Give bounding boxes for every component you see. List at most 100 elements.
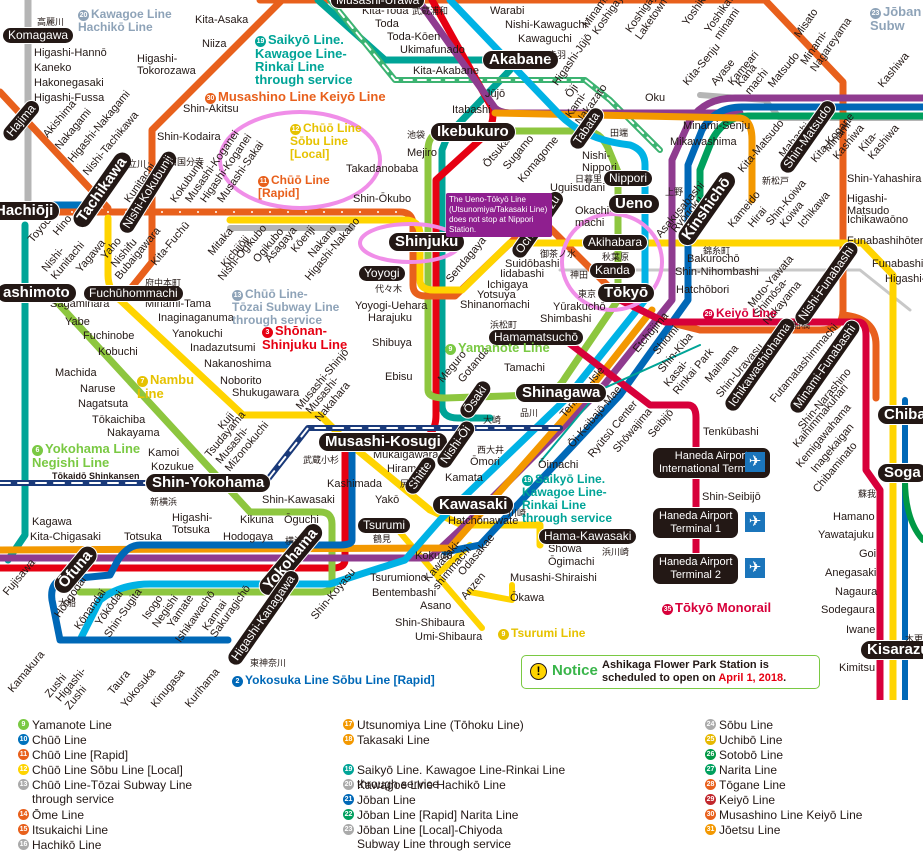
kanji-station-label: 神田 — [570, 270, 589, 280]
station-label: Itabashi — [452, 104, 491, 116]
major-station-badge: Nippori — [603, 170, 654, 187]
station-label: Kozukue — [151, 461, 194, 473]
line-number-badge: 20 — [78, 10, 89, 21]
line-number-badge: 28 — [705, 779, 716, 790]
station-label: Shukugawara — [232, 387, 300, 399]
line-number-badge: 6 — [32, 445, 43, 456]
line-name-text: Nambu Line — [137, 372, 195, 401]
station-label: Nagatsuta — [78, 398, 129, 410]
station-label: Kashimada — [327, 478, 383, 490]
line-name-label: Tōkaidō Shinkansen — [52, 470, 140, 483]
station-label: Funabashihōten — [847, 235, 923, 247]
line-number-badge: 31 — [705, 824, 716, 835]
kanji-station-label: 尻手 — [400, 479, 419, 489]
station-label: Kikuna — [240, 514, 274, 526]
station-label: Shin-Ōkubo — [353, 193, 412, 205]
station-label: Kaneko — [34, 62, 72, 74]
line-number-badge: 23 — [870, 8, 881, 19]
line-number-badge: 24 — [705, 719, 716, 730]
kanji-station-label: 代々木 — [375, 284, 403, 294]
major-station-badge: Fuchūhommachi — [83, 285, 184, 302]
line-number-badge: 26 — [705, 749, 716, 760]
notice-title: Notice — [552, 662, 598, 679]
station-label: Shin-Kodaira — [157, 131, 221, 143]
station-label: Niiza — [202, 38, 227, 50]
kanji-station-label: 西国分寺 — [168, 157, 205, 167]
line-number-badge: 12 — [18, 764, 29, 775]
airplane-icon: ✈ — [745, 558, 765, 578]
kawagoe-dashed-line-inner — [329, 0, 661, 151]
station-label: Shimbashi — [540, 313, 592, 325]
station-label: Shin-Yahashira — [847, 173, 922, 185]
station-label: Tamachi — [504, 362, 545, 374]
legend-label: Jōban Line — [357, 793, 416, 807]
kanji-station-label: 西大井 — [477, 445, 505, 455]
line-number-badge: 11 — [258, 176, 269, 187]
station-label: Ebisu — [385, 371, 413, 383]
kanji-station-label: 日暮里 — [575, 174, 603, 184]
station-label: Bentembashi — [372, 587, 437, 599]
legend-label: Uchibō Line — [719, 733, 783, 747]
legend-label: Takasaki Line — [357, 733, 430, 747]
station-label: Kita-Asaka — [195, 14, 249, 26]
station-label: Oku — [645, 92, 666, 104]
major-station-badge: Haneda Airport Terminal 1 — [652, 507, 740, 539]
kanji-station-label: 浜松町 — [490, 320, 518, 330]
station-label: Shin-Shibaura — [395, 617, 465, 629]
station-label: Kamata — [445, 472, 483, 484]
line-number-badge: 14 — [18, 809, 29, 820]
kanji-station-label: 高麗川 — [37, 17, 65, 27]
station-label: Machida — [55, 367, 97, 379]
line-number-badge: 19 — [522, 475, 533, 486]
station-label: Bakurochō — [687, 253, 740, 265]
station-label: Hamano — [833, 511, 875, 523]
line-number-badge: 10 — [18, 734, 29, 745]
line-name-text: Kawagoe Line Hachikō Line — [78, 7, 172, 34]
station-label: Hatchōnawate — [448, 515, 519, 527]
major-station-badge: Shinagawa — [515, 383, 608, 403]
line-number-badge: 23 — [343, 824, 354, 835]
line-name-text: Yokosuka Line Sōbu Line [Rapid] — [245, 673, 435, 687]
station-label: Shin-Seibijō — [702, 491, 761, 503]
station-label: Toda — [375, 18, 399, 30]
yokosuka-line — [48, 436, 356, 644]
line-number-badge: 20 — [343, 779, 354, 790]
legend-label: Tōgane Line — [719, 778, 786, 792]
airplane-icon: ✈ — [745, 512, 765, 532]
major-station-badge: Kawasaki — [432, 495, 515, 515]
station-label: Anegasaki — [825, 567, 877, 579]
airplane-icon: ✈ — [745, 452, 765, 472]
line-number-badge: 9 — [445, 344, 456, 355]
kanji-station-label: 上野 — [665, 187, 684, 197]
legend-label: Utsunomiya Line (Tōhoku Line) — [357, 718, 524, 732]
legend-label: Narita Line — [719, 763, 778, 777]
station-label: Uguisudani — [550, 182, 606, 194]
station-label: Ichikawaōno — [847, 214, 909, 226]
station-label: Yūrakuchō — [553, 301, 606, 313]
station-label: Nishi-Kawaguchi — [505, 19, 587, 31]
station-label: Minami-Senju — [683, 120, 751, 132]
station-label: Warabi — [490, 5, 525, 17]
station-label: Harajuku — [368, 312, 413, 324]
line-number-badge: 30 — [705, 809, 716, 820]
line-number-badge: 13 — [232, 290, 243, 301]
station-label: Jūjō — [485, 88, 506, 100]
legend-label: Yamanote Line — [32, 718, 112, 732]
station-label: Yanokuchi — [172, 328, 223, 340]
line-number-badge: 3 — [262, 327, 273, 338]
kanji-station-label: 川崎 — [508, 508, 527, 518]
kanji-station-label: 横浜 — [285, 536, 304, 546]
station-label: Tōkaichiba — [92, 414, 146, 426]
legend-label: Chūō Line Sōbu Line [Local] — [32, 763, 183, 777]
takasaki-line — [0, 109, 756, 554]
